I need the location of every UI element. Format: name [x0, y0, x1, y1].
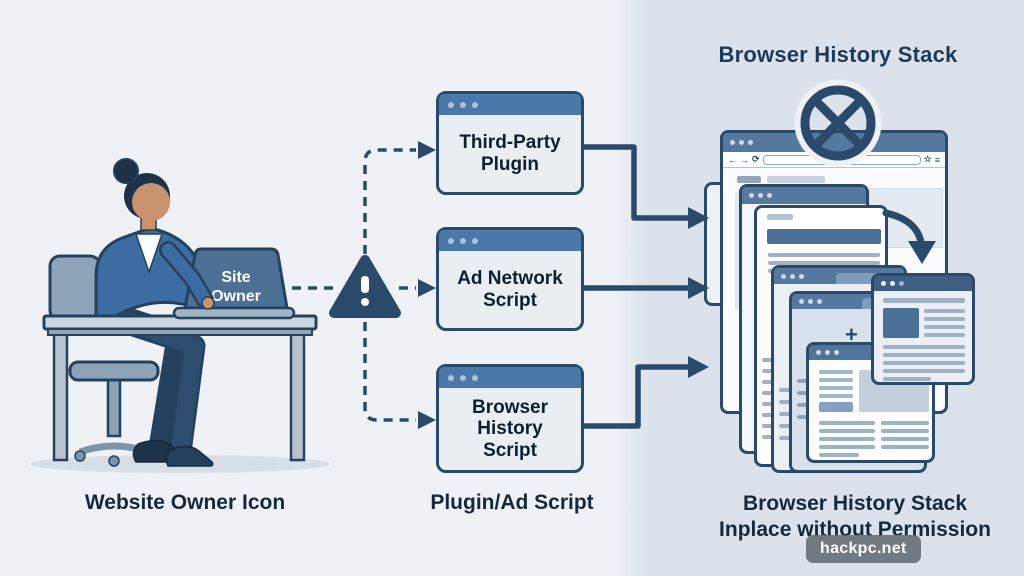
window-dot — [739, 140, 744, 145]
window-dot — [834, 350, 839, 355]
plus-icon: + — [845, 322, 858, 347]
tab-notch — [836, 273, 884, 284]
window-dot — [758, 193, 763, 198]
watermark-badge: hackpc.net — [806, 535, 921, 563]
window-dot — [816, 350, 821, 355]
box-third-party-plugin: Third-Party Plugin — [436, 91, 584, 195]
window-dot — [808, 299, 813, 304]
forward-icon[interactable]: → — [740, 154, 749, 165]
window-dot — [899, 281, 904, 286]
desk-edge — [47, 328, 313, 336]
box-browser-history-script: Browser History Script — [436, 364, 584, 473]
window-dot — [748, 140, 753, 145]
window-dot — [448, 101, 454, 108]
dashed-arrowheads — [418, 141, 436, 429]
prohibited-icon — [794, 79, 882, 167]
person-hair-bun — [113, 158, 139, 184]
person-hand — [201, 296, 215, 310]
caption-browser-history-stack: Browser History Stack Inplace without Pe… — [719, 492, 991, 541]
window-dot — [448, 374, 454, 381]
solid-arrowheads — [688, 207, 709, 378]
window-titlebar — [742, 187, 866, 204]
menu-icon[interactable]: ≡ — [934, 154, 940, 165]
box-titlebar — [439, 367, 581, 388]
star-icon[interactable]: ☆ — [923, 154, 932, 164]
curved-arrow-icon — [882, 209, 936, 264]
warning-icon — [329, 255, 401, 318]
window-dot — [799, 273, 804, 279]
window-dot — [448, 237, 454, 244]
box-label: Ad Network Script — [457, 268, 563, 311]
window-dot — [730, 140, 735, 145]
window-dot — [890, 281, 895, 286]
window-dot — [460, 374, 466, 381]
diagram-title: Browser History Stack — [718, 42, 958, 67]
box-titlebar — [439, 94, 581, 115]
window-dot — [472, 101, 478, 108]
window-dot — [749, 193, 754, 198]
box-label: Third-Party Plugin — [459, 132, 561, 175]
page-banner — [767, 229, 881, 244]
box-label: Browser History Script — [471, 396, 549, 461]
window-dot — [472, 374, 478, 381]
person-head — [132, 183, 170, 221]
window-titlebar — [874, 276, 972, 291]
dashed-connectors — [292, 148, 416, 422]
window-dot — [790, 273, 795, 279]
window-dot — [825, 350, 830, 355]
person-shirt — [134, 233, 164, 275]
browser-titlebar — [723, 133, 945, 152]
refresh-icon[interactable]: ⟳ — [752, 154, 760, 164]
person-at-desk-icon: Site Owner — [30, 158, 330, 473]
window-dot — [767, 193, 772, 198]
window-dot — [881, 281, 886, 286]
caption-plugin-ad-script: Plugin/Ad Script — [430, 491, 594, 514]
window-dot — [781, 273, 786, 279]
right-window — [871, 273, 975, 385]
window-dot — [460, 101, 466, 108]
back-icon[interactable]: ← — [728, 154, 737, 165]
window-dot — [472, 237, 478, 244]
laptop-label-line1: Site — [221, 269, 250, 286]
window-dot — [817, 299, 822, 304]
caption-website-owner: Website Owner Icon — [84, 491, 286, 514]
office-chair-icon — [48, 254, 160, 467]
laptop-label-line2: Owner — [211, 288, 261, 305]
solid-connectors — [581, 144, 693, 429]
window-dot — [460, 237, 466, 244]
box-ad-network-script: Ad Network Script — [436, 227, 584, 331]
box-titlebar — [439, 230, 581, 251]
window-dot — [799, 299, 804, 304]
thumbnail-block — [883, 308, 919, 338]
person-arm — [159, 241, 215, 310]
